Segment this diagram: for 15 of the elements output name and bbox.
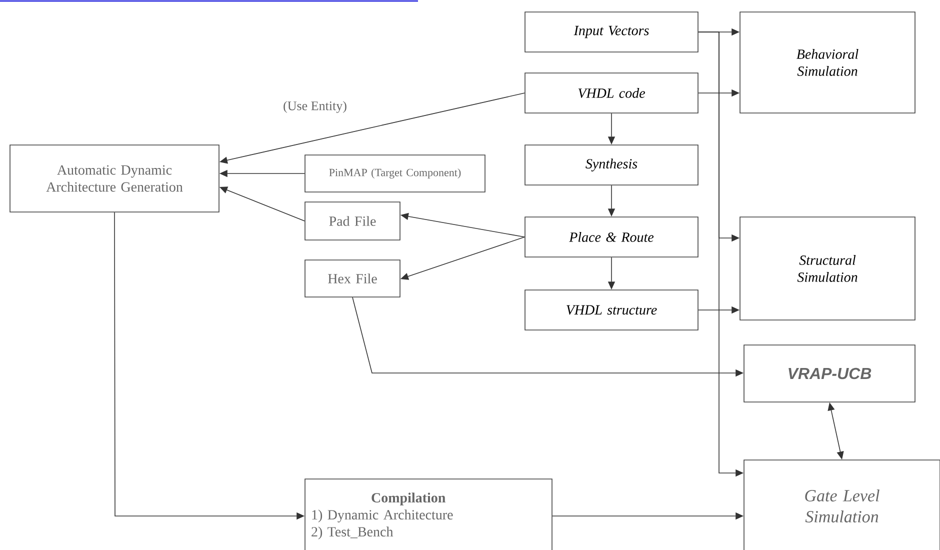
compilation-box: Compilation 1) Dynamic Architecture 2) Test_Bench <box>304 478 552 550</box>
file-box: Hex File <box>304 260 400 298</box>
edge-label: (Use Entity) <box>282 100 348 114</box>
process-box: Place & Route <box>524 216 698 258</box>
process-box: Structural Simulation <box>740 216 916 320</box>
process-box: Input Vectors <box>524 12 698 52</box>
simulation-box: Gate Level Simulation <box>744 460 940 550</box>
process-box: VHDL code <box>524 72 698 114</box>
tool-box: VRAP-UCB <box>744 344 916 402</box>
file-box: Pad File <box>304 202 400 240</box>
file-box: Automatic Dynamic Architecture Generation <box>10 144 220 212</box>
file-box: PinMAP (Target Component) <box>304 154 486 192</box>
process-box: VHDL structure <box>524 290 698 330</box>
process-box: Synthesis <box>524 144 698 186</box>
process-box: Behavioral Simulation <box>740 12 916 114</box>
